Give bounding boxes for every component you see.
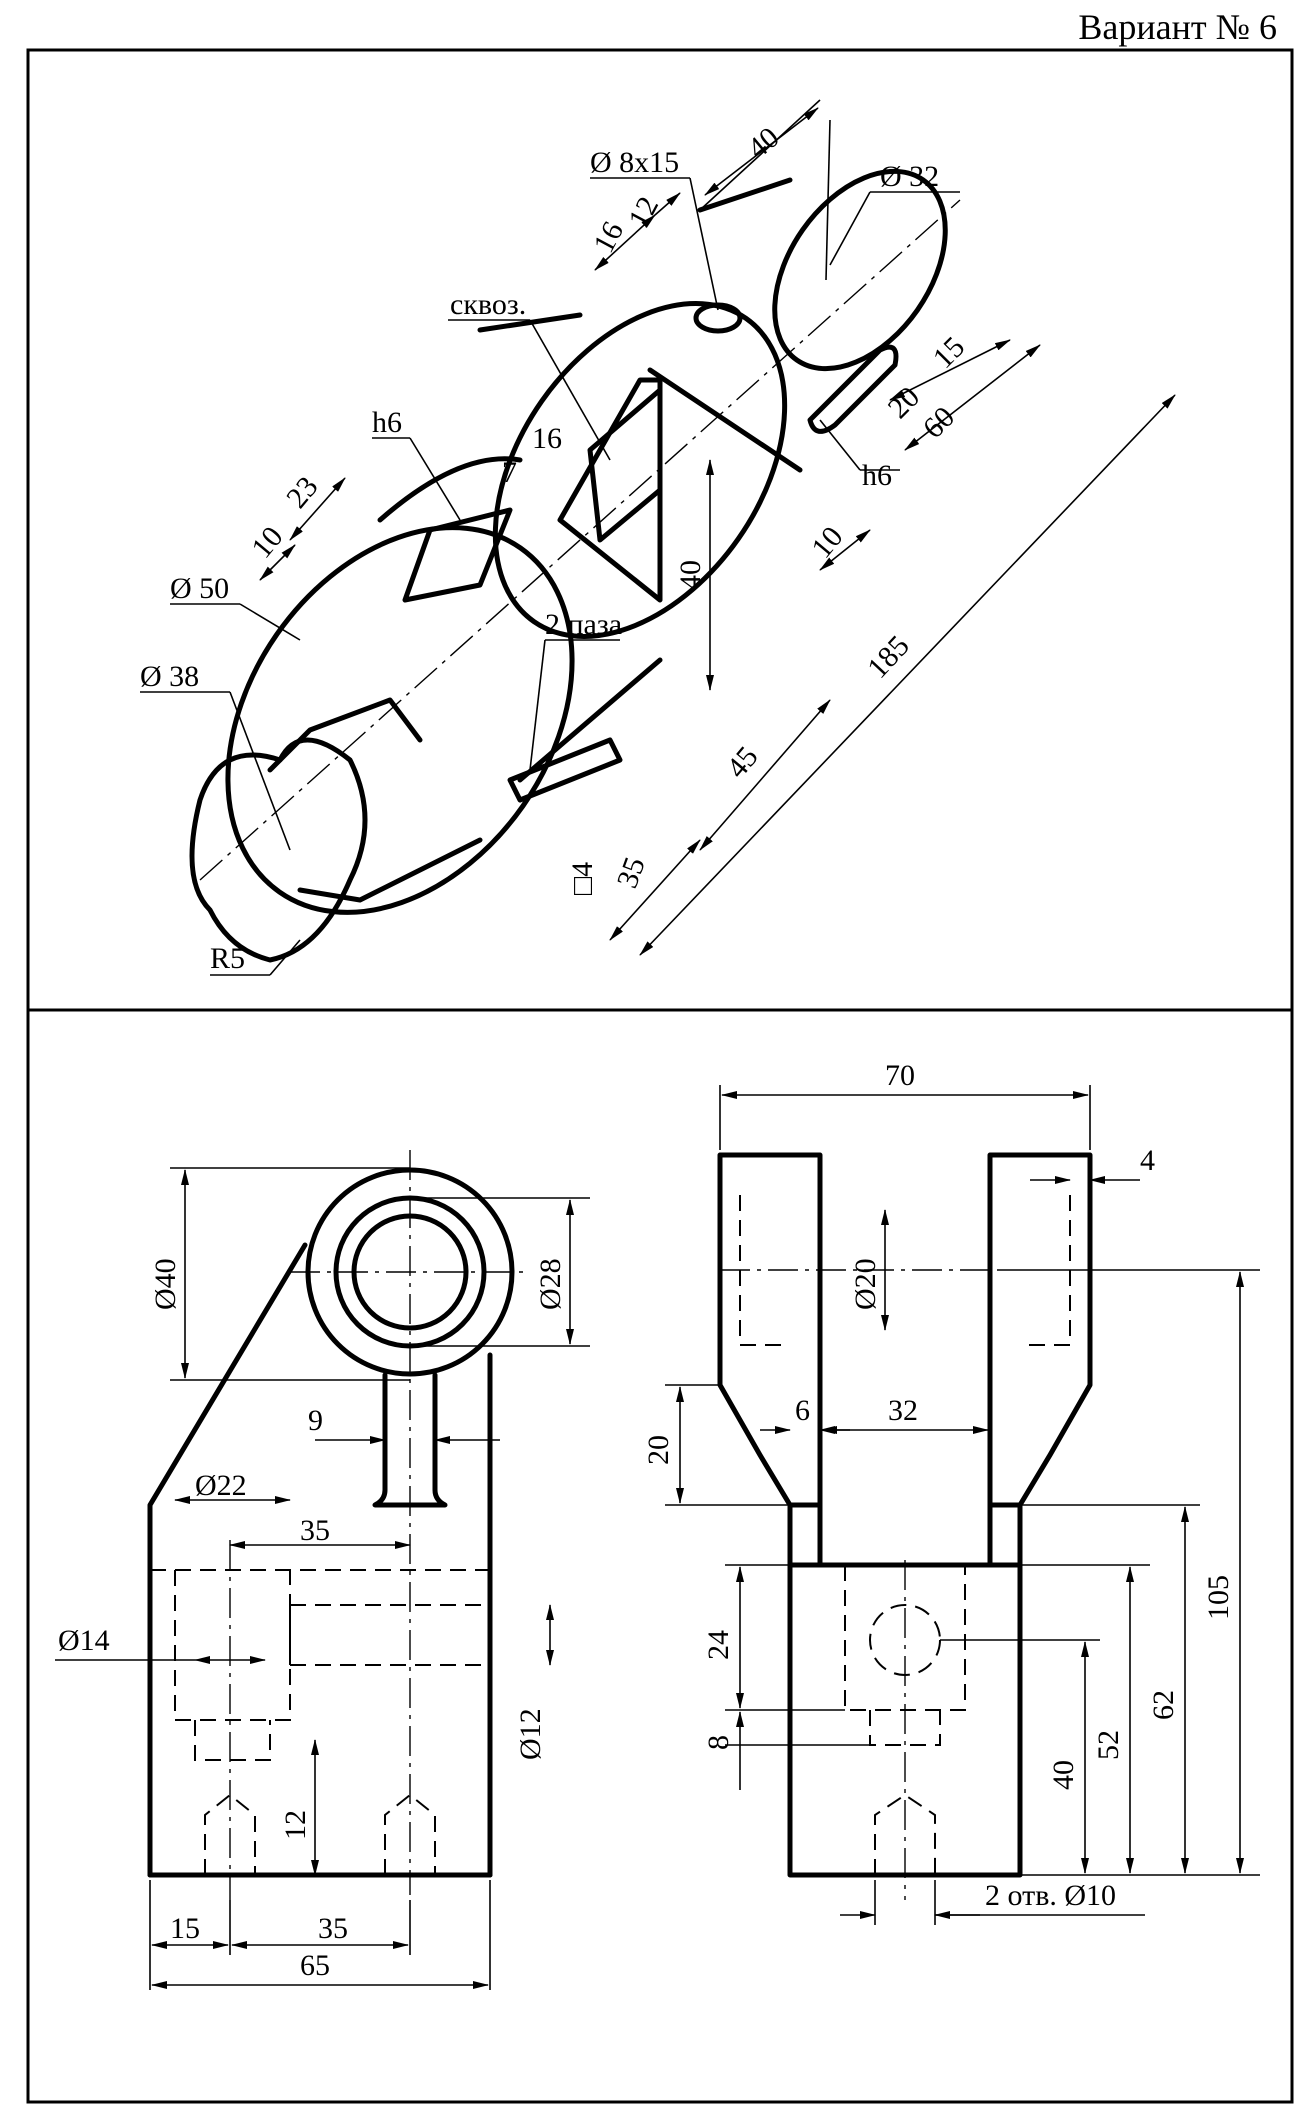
- front-stem: [372, 1372, 448, 1508]
- iso-collar-edge: [477, 312, 583, 333]
- iso-dim-40-label: 40: [741, 121, 785, 166]
- side-dim-105-label: 105: [1202, 1575, 1235, 1620]
- iso-note-skvoz: сквоз.: [450, 288, 526, 321]
- isometric-view: [189, 168, 961, 963]
- side-left-fork: [717, 1152, 823, 1568]
- front-dim-d14-label: Ø14: [58, 1624, 110, 1657]
- front-dim-d12dia-label: Ø12: [514, 1708, 547, 1760]
- iso-dim-40: [704, 107, 819, 196]
- variant-label: Вариант № 6: [1078, 7, 1277, 47]
- iso-dim-45: [699, 699, 831, 851]
- iso-slot-lower: [507, 737, 623, 803]
- iso-window: [587, 387, 663, 543]
- front-dim-35b-label: 35: [318, 1912, 348, 1945]
- side-dim-24-label: 24: [702, 1630, 735, 1660]
- iso-leader: [269, 939, 301, 976]
- side-dim-52-label: 52: [1092, 1730, 1125, 1760]
- front-hidden-pocket: [194, 1720, 271, 1761]
- side-dimensions: 70 4 Ø20 6 32 20 105 62 52 40 24 8: [642, 1059, 1260, 1925]
- iso-dim-15-label: 15: [927, 330, 972, 375]
- front-dimensions: Ø40 Ø28 9 Ø22 35 Ø14 Ø12 12 15 35 65: [55, 1167, 590, 1990]
- iso-keyway: [402, 507, 513, 603]
- front-hidden-pocket: [174, 1570, 291, 1721]
- iso-dim-12-label: 12: [622, 191, 665, 233]
- iso-leader: [529, 319, 611, 461]
- iso-ext-line: [825, 119, 831, 281]
- iso-leader: [529, 639, 546, 771]
- side-hidden-fork: [1020, 1195, 1071, 1346]
- iso-dim-d50: Ø 50: [170, 572, 229, 605]
- iso-dim-16a-label: 16: [587, 216, 630, 258]
- iso-front-flat: [297, 837, 483, 903]
- iso-dim-r5: R5: [210, 942, 245, 975]
- iso-dim-60-label: 60: [917, 400, 962, 445]
- front-dim-d28-label: Ø28: [534, 1258, 567, 1310]
- iso-dim-185: [639, 394, 1176, 956]
- iso-body-edge: [517, 657, 663, 783]
- iso-note-h6a: h6: [372, 406, 402, 439]
- iso-front-flat: [267, 697, 423, 773]
- iso-body-front: [225, 525, 575, 915]
- side-dim-20-label: 20: [642, 1435, 675, 1465]
- side-dim-holes-label: 2 отв. Ø10: [985, 1879, 1116, 1912]
- side-dim-6-label: 6: [795, 1394, 810, 1427]
- iso-dim-185-label: 185: [861, 629, 916, 684]
- iso-note-two-slots: 2 паза: [545, 608, 622, 641]
- iso-dim-16a: [594, 214, 656, 271]
- iso-dim-23: [289, 477, 346, 541]
- iso-note-h6b: h6: [862, 459, 892, 492]
- iso-dim-sq4: □4: [566, 862, 599, 895]
- iso-dim-d8x15: Ø 8x15: [590, 146, 679, 179]
- outer-frame: [26, 48, 1294, 2104]
- iso-shaft-edge: [697, 177, 793, 213]
- iso-dim-45-label: 45: [720, 740, 765, 784]
- iso-dim-d38: Ø 38: [140, 660, 199, 693]
- side-hidden-fork: [739, 1195, 790, 1346]
- iso-dim-10b-label: 10: [805, 520, 850, 564]
- iso-body-edge: [377, 456, 523, 523]
- iso-dim-7: 7: [502, 456, 517, 489]
- iso-leader: [829, 191, 871, 266]
- iso-leader: [409, 437, 461, 521]
- iso-dim-35: [609, 839, 701, 941]
- iso-dim-d32: Ø 32: [880, 160, 939, 193]
- front-hidden-hole: [204, 1793, 256, 1875]
- side-hidden-hole: [874, 1793, 936, 1875]
- side-dim-40-label: 40: [1047, 1760, 1080, 1790]
- front-dim-9-label: 9: [308, 1404, 323, 1437]
- side-dim-70-label: 70: [885, 1059, 915, 1092]
- iso-leader: [239, 603, 301, 641]
- front-dim-35a-label: 35: [300, 1514, 330, 1547]
- iso-dim-10a: [259, 544, 296, 581]
- side-hidden-pocket: [844, 1565, 966, 1711]
- side-dim-8-label: 8: [702, 1735, 735, 1750]
- iso-dim-16b: 16: [532, 422, 562, 455]
- front-dim-15-label: 15: [170, 1912, 200, 1945]
- side-dim-4-label: 4: [1140, 1144, 1155, 1177]
- front-outline-left: [147, 1242, 308, 1878]
- iso-leader: [689, 177, 719, 311]
- front-dim-12-label: 12: [279, 1810, 312, 1840]
- iso-dim-35-label: 35: [611, 853, 652, 892]
- iso-shaft-end: [772, 168, 948, 372]
- iso-dim-12: [654, 192, 681, 216]
- side-dim-62-label: 62: [1147, 1690, 1180, 1720]
- front-dim-d22-label: Ø22: [195, 1469, 247, 1502]
- iso-dim-60: [904, 344, 1041, 451]
- iso-leader: [229, 691, 291, 851]
- iso-collar-flat: [557, 377, 663, 603]
- iso-dim-40v-label: 40: [674, 560, 707, 590]
- side-dim-d20-label: Ø20: [849, 1258, 882, 1310]
- iso-front-end: [189, 737, 368, 963]
- front-dim-65-label: 65: [300, 1949, 330, 1982]
- iso-leader: [819, 419, 861, 471]
- iso-slot: [807, 344, 899, 434]
- side-dim-32-label: 32: [888, 1394, 918, 1427]
- front-dim-d40-label: Ø40: [149, 1258, 182, 1310]
- front-hidden-hole: [384, 1793, 436, 1875]
- iso-axis: [199, 199, 961, 881]
- front-view: [147, 1150, 530, 1900]
- side-view: [717, 1152, 1093, 1900]
